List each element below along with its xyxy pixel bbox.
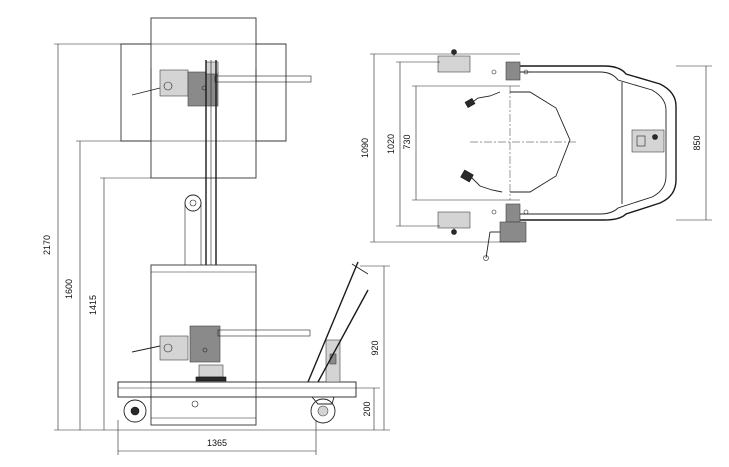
rear-castor-hub bbox=[317, 405, 329, 417]
raised-drum bbox=[120, 17, 312, 179]
hydraulic-pump-handle bbox=[307, 261, 369, 383]
mast-base-plate bbox=[195, 376, 227, 382]
lowered-clamp-head bbox=[159, 335, 189, 361]
top-drum-outline bbox=[510, 91, 571, 193]
lowered-clamp-lever bbox=[131, 345, 161, 353]
dim-850-label: 850 bbox=[692, 135, 702, 150]
dim-920-label: 920 bbox=[370, 340, 380, 355]
top-pump-valve bbox=[636, 135, 646, 147]
lowered-carriage-block bbox=[189, 325, 221, 363]
rear-castor-wheel bbox=[310, 398, 336, 424]
top-winch-gearbox bbox=[499, 221, 527, 243]
top-wheel-lower bbox=[437, 211, 471, 229]
raised-carriage-arm bbox=[214, 75, 312, 83]
dim-730-label: 730 bbox=[402, 134, 412, 149]
chassis-frame bbox=[117, 381, 357, 398]
top-clamp-upper bbox=[464, 97, 476, 109]
top-wheel-lower-cap bbox=[451, 229, 457, 235]
raised-carriage-block bbox=[187, 71, 219, 107]
lowered-clamp-screw bbox=[163, 343, 173, 353]
front-wheel bbox=[123, 399, 147, 423]
top-bolt-lower-right bbox=[523, 209, 529, 215]
base-bolt bbox=[191, 400, 199, 408]
top-mast-guide-upper bbox=[505, 61, 521, 81]
top-clamp-chain-lower bbox=[469, 175, 503, 193]
dim-1415-label: 1415 bbox=[88, 295, 98, 315]
dim-200-label: 200 bbox=[362, 401, 372, 416]
raised-clamp-screw bbox=[163, 81, 173, 91]
chassis bbox=[117, 381, 357, 424]
mast-pulley bbox=[184, 194, 202, 212]
top-mast-guide-lower bbox=[505, 203, 521, 223]
top-view: 1090 1020 730 850 bbox=[360, 49, 712, 261]
top-bolt-upper-right bbox=[523, 69, 529, 75]
dim-1600-label: 1600 bbox=[64, 279, 74, 299]
lowered-drum bbox=[131, 264, 311, 426]
lowered-carriage-pin bbox=[202, 347, 208, 353]
dim-2170-label: 2170 bbox=[42, 235, 52, 255]
top-bolt-lower-left bbox=[491, 209, 497, 215]
handle-grip bbox=[351, 263, 369, 275]
dim-1090-label: 1090 bbox=[360, 138, 370, 158]
top-bolt-upper-left bbox=[491, 69, 497, 75]
rear-castor-fork bbox=[311, 396, 335, 405]
raised-clamp-head bbox=[159, 69, 189, 97]
top-clamp-lower bbox=[460, 169, 474, 183]
side-dimensions: 2170 1600 1415 920 200 1365 bbox=[42, 43, 390, 455]
lowered-carriage-arm bbox=[217, 329, 311, 337]
top-wheel-upper bbox=[437, 55, 471, 73]
mast-pulley-hub bbox=[189, 199, 197, 207]
handle-bar-front bbox=[317, 289, 369, 383]
top-winch-crank-arm bbox=[485, 231, 491, 259]
top-pump-knob bbox=[652, 134, 658, 140]
front-wheel-hub bbox=[130, 406, 140, 416]
raised-clamp-lever bbox=[131, 87, 161, 96]
dim-1020-label: 1020 bbox=[386, 134, 396, 154]
top-wheel-upper-cap bbox=[451, 49, 457, 55]
top-frame-outer bbox=[520, 65, 677, 221]
top-winch-crank-knob bbox=[483, 255, 489, 261]
top-clamp-chain-upper bbox=[469, 91, 501, 105]
side-view: 2170 1600 1415 920 200 1365 bbox=[42, 17, 390, 455]
mast-base-block bbox=[198, 364, 224, 378]
dim-1365-label: 1365 bbox=[207, 438, 227, 448]
handle-bar-rear bbox=[307, 261, 359, 383]
top-frame-inner bbox=[520, 71, 667, 215]
